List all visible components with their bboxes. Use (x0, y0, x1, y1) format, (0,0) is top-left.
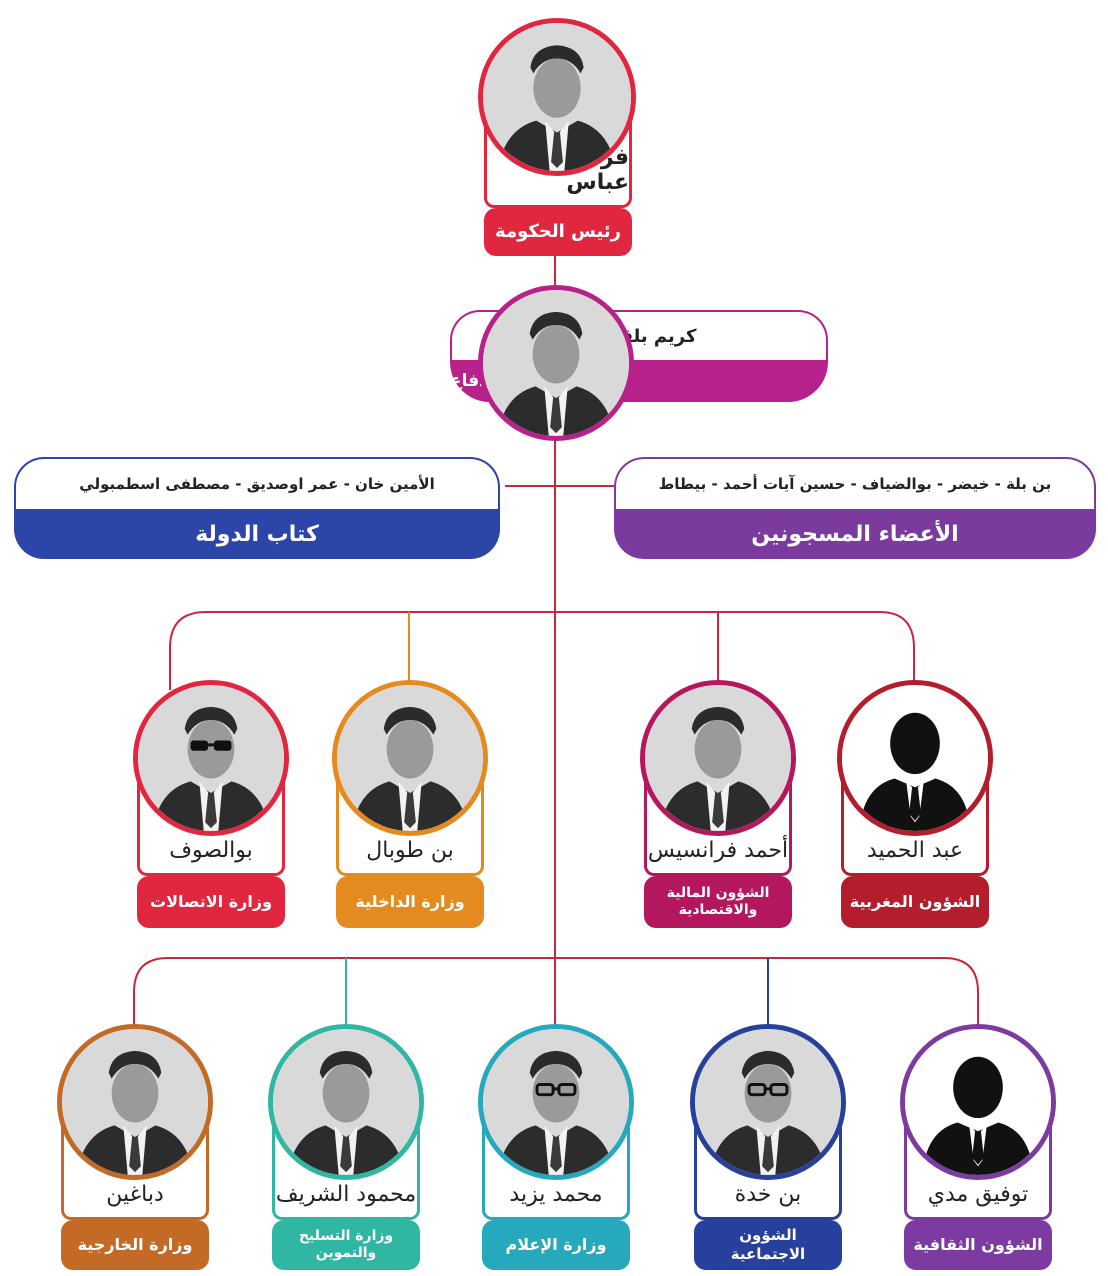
member-name: بوالصوف (169, 838, 253, 863)
member-role-label: الشؤون المالية والاقتصادية (644, 876, 792, 928)
portrait-icon (640, 680, 796, 836)
portrait-icon (478, 1024, 634, 1180)
portrait-icon (268, 1024, 424, 1180)
member-role: وزارة الخارجية (77, 1235, 193, 1254)
member-role: الشؤون المالية والاقتصادية (666, 884, 770, 919)
head-role-text: رئيس الحكومة (495, 220, 621, 242)
portrait-icon (332, 680, 488, 836)
member-role: وزارة التسليح والتموين (298, 1227, 394, 1262)
secretaries-names: الأمين خان - عمر اوصديق - مصطفى اسطمبولي (79, 475, 435, 493)
member-name: محمود الشريف (275, 1182, 417, 1207)
portrait-icon (690, 1024, 846, 1180)
member-role-label: الشؤون المغربية (841, 876, 989, 928)
row1-bus (169, 611, 915, 690)
secretaries-title: كتاب الدولة (195, 521, 319, 547)
secretaries-title-label: كتاب الدولة (14, 509, 500, 559)
member-role: وزارة الاتصالات (149, 892, 273, 911)
member-role-label: الشؤون الثقافية (904, 1220, 1052, 1270)
member-name: بن طوبال (366, 838, 454, 863)
prisoners-title: الأعضاء المسجونين (751, 521, 959, 547)
row2-bus (133, 957, 979, 1032)
member-role-label: وزارة الإعلام (482, 1220, 630, 1270)
defense-portrait (478, 285, 634, 441)
member-name: توفيق مدي (927, 1182, 1029, 1207)
member-name: محمد يزيد (509, 1182, 603, 1207)
member-role-label: وزارة الخارجية (61, 1220, 209, 1270)
member-role: الشؤون المغربية (849, 892, 981, 911)
prisoners-title-label: الأعضاء المسجونين (614, 509, 1096, 559)
member-role: الشؤون الثقافية (913, 1235, 1043, 1254)
member-role-label: وزارة التسليح والتموين (272, 1220, 420, 1270)
member-role: الشؤون الاجتماعية (730, 1226, 806, 1263)
portrait-icon (133, 680, 289, 836)
secretaries-names-box: الأمين خان - عمر اوصديق - مصطفى اسطمبولي (14, 457, 500, 509)
head-portrait (478, 18, 636, 176)
member-role-label: وزارة الداخلية (336, 876, 484, 928)
prisoners-names: بن بلة - خيضر - بوالضياف - حسين آيات أحم… (658, 475, 1052, 493)
member-name: عبد الحميد (866, 838, 964, 863)
member-name: دباغين (106, 1182, 164, 1207)
member-role: وزارة الإعلام (505, 1235, 607, 1254)
prisoners-names-box: بن بلة - خيضر - بوالضياف - حسين آيات أحم… (614, 457, 1096, 509)
portrait-icon (57, 1024, 213, 1180)
member-role-label: الشؤون الاجتماعية (694, 1220, 842, 1270)
member-role: وزارة الداخلية (355, 892, 465, 911)
member-name: بن خدة (734, 1182, 802, 1207)
silhouette-icon (900, 1024, 1056, 1180)
head-role-label: رئيس الحكومة (484, 208, 632, 256)
member-role-label: وزارة الاتصالات (137, 876, 285, 928)
silhouette-icon (837, 680, 993, 836)
member-name: أحمد فرانسيس (647, 838, 789, 863)
